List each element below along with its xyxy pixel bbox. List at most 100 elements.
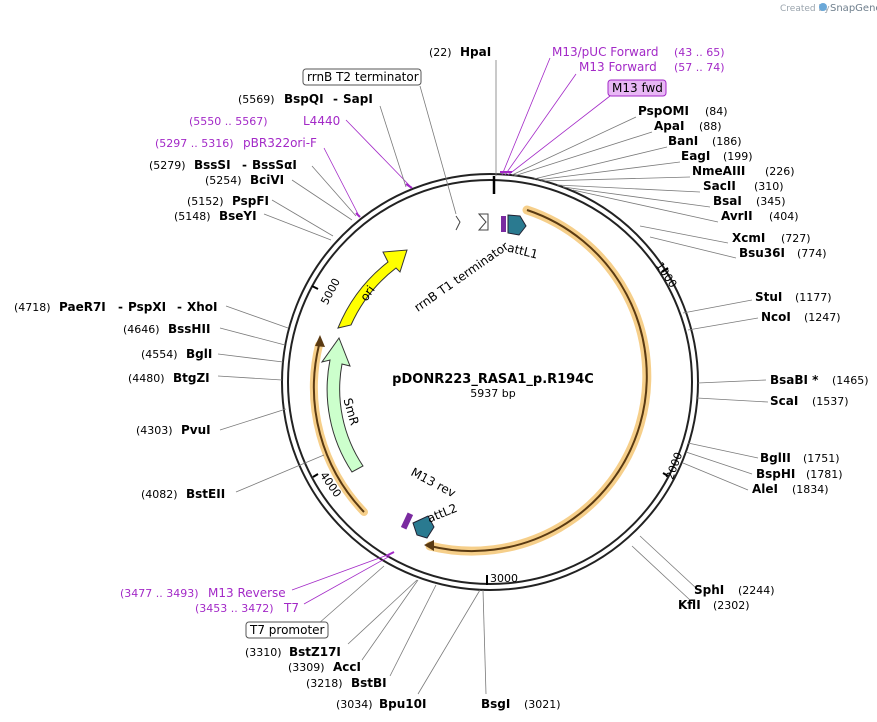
leader-eagi: [536, 161, 681, 181]
leader-bstz17i: [347, 579, 418, 645]
site-bsshii-name: BssHII: [168, 322, 210, 336]
leader-nmeaiii: [540, 176, 691, 182]
site-bsu36i-name: Bsu36I: [739, 246, 785, 260]
site-bsabi-pos: (1465): [832, 374, 869, 387]
t7-promoter-box[interactable]: [245, 621, 329, 639]
leader-t7-promoter: [317, 565, 385, 625]
primer-l4440-range: (5550 .. 5567): [189, 115, 268, 128]
ori-feature-arrow[interactable]: [337, 249, 408, 329]
m13-fwd-box[interactable]: [607, 79, 667, 97]
site-alei-name: AleI: [752, 482, 778, 496]
tick-mark-4000: [312, 473, 319, 478]
rrnb-t1-terminator-arrow[interactable]: [477, 213, 489, 231]
site-acci-name: AccI: [333, 660, 361, 674]
site-bani-pos: (186): [712, 135, 742, 148]
leader-bsgi: [482, 589, 487, 695]
site-bsphi-pos: (1781): [806, 468, 843, 481]
site-ncoi-pos: (1247): [804, 311, 841, 324]
site-pspxi-name: PspXI: [128, 300, 166, 314]
leader-acci: [361, 579, 419, 661]
site-sapi-name: SapI: [343, 92, 373, 106]
leader-m13reverse: [291, 552, 394, 591]
tick-label-5000: 5000: [318, 276, 343, 307]
site-alei-pos: (1834): [792, 483, 829, 496]
site-acci-pos: (3309): [288, 661, 325, 674]
site-bstz17i-name: BstZ17I: [289, 645, 341, 659]
m13-fwd-primer-mark: [501, 216, 506, 232]
leader-bsabi: [697, 379, 767, 384]
site-bstbi-pos: (3218): [306, 677, 343, 690]
site-scai-pos: (1537): [812, 395, 849, 408]
leader-t7: [303, 555, 391, 605]
tick-label-3000: 3000: [490, 572, 518, 585]
attl2-feature-arrow[interactable]: [412, 515, 435, 539]
site-sacii-name: SacII: [703, 179, 736, 193]
site-bpu10i-pos: (3034): [336, 698, 373, 711]
tick-mark-5000: [311, 285, 319, 290]
primer-mark-pbr322: [355, 212, 361, 218]
site-ncoi-name: NcoI: [761, 310, 791, 324]
leader-xcmi: [639, 225, 729, 244]
tick-mark-2000: [662, 472, 669, 477]
m13-rev-feature-label: M13 rev: [409, 465, 458, 500]
leader-bpu10i: [417, 589, 481, 695]
leader-bseyi: [263, 213, 332, 241]
site-eagi-pos: (199): [723, 150, 753, 163]
leader-bspqi: [379, 105, 407, 188]
leader-bsteii: [235, 454, 325, 493]
site-paer7i-name: PaeR7I: [59, 300, 106, 314]
leader-bsshii: [219, 327, 286, 346]
site-bcivi-pos: (5254): [205, 174, 242, 187]
primer-t7-range: (3453 .. 3472): [195, 602, 274, 615]
site-bsssi-name: BssSI: [194, 158, 231, 172]
site-pspfi-pos: (5152): [187, 195, 224, 208]
site-pspxi-sep: -: [118, 300, 123, 314]
site-bstz17i-pos: (3310): [245, 646, 282, 659]
site-xcmi-pos: (727): [781, 232, 811, 245]
leader-ncoi: [687, 317, 759, 331]
smr-feature-arrow[interactable]: [320, 336, 364, 473]
site-bsai-pos: (345): [756, 195, 786, 208]
leader-stui: [682, 299, 753, 314]
primer-t7-name: T7: [283, 601, 299, 615]
site-pvui-pos: (4303): [136, 424, 173, 437]
leader-bsai: [562, 186, 711, 208]
rrnb-t2-terminator-box[interactable]: [302, 68, 422, 86]
site-pvui-name: PvuI: [181, 423, 211, 437]
primer-m13puc-range: (43 .. 65): [674, 46, 725, 59]
site-bsgi-name: BsgI: [481, 697, 510, 711]
m13-rev-primer-mark: [400, 512, 414, 530]
attl1-feature-label: attL1: [506, 241, 540, 262]
primer-m13puc-name: M13/pUC Forward: [552, 45, 659, 59]
site-avrii-name: AvrII: [721, 209, 753, 223]
site-bstbi-name: BstBI: [351, 676, 387, 690]
site-apai-pos: (88): [699, 120, 722, 133]
leader-pvui: [219, 408, 287, 431]
plasmid-size: 5937 bp: [470, 387, 515, 400]
attl2-feature-label: attL2: [425, 501, 459, 526]
primer-l4440-name: L4440: [303, 114, 340, 128]
leader-scai: [696, 397, 769, 403]
site-bsssai-sep: -: [242, 158, 247, 172]
site-xhoi-name: XhoI: [187, 300, 218, 314]
attl1-feature-arrow[interactable]: [507, 214, 527, 236]
insert-arc: [429, 209, 648, 553]
site-bsteii-pos: (4082): [141, 488, 178, 501]
leader-m13fwd-box: [507, 95, 611, 176]
site-bani-name: BanI: [668, 134, 698, 148]
site-bsssai-name: BssSαI: [252, 158, 297, 172]
credit-created-by: Created by: [780, 4, 830, 14]
site-bsssi-pos: (5279): [149, 159, 186, 172]
site-xcmi-name: XcmI: [732, 231, 765, 245]
leader-apai: [513, 131, 653, 177]
site-bsteii-name: BstEII: [186, 487, 225, 501]
leader-l4440: [345, 119, 411, 187]
leader-m13puc: [501, 57, 551, 176]
leader-sacii: [556, 184, 701, 193]
site-sphi-name: SphI: [694, 583, 724, 597]
leader-btgzi: [217, 375, 283, 381]
site-bgli-pos: (4554): [141, 348, 178, 361]
leader-pspfi: [271, 199, 334, 237]
leader-bsssi: [311, 165, 357, 217]
credit-brand: SnapGene: [830, 3, 877, 14]
